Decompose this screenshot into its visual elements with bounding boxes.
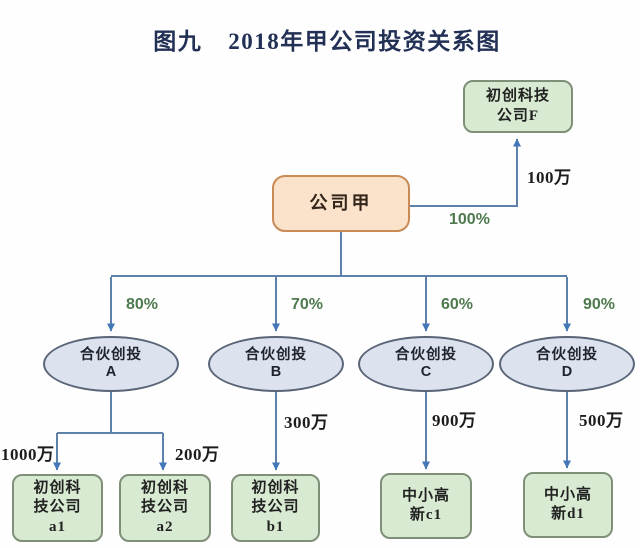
edge-label-amount-b1: 300万 [284, 413, 329, 432]
node-startup-company-f: 初创科技 公司F [463, 80, 573, 133]
edge-label-amount-c1: 900万 [432, 411, 477, 430]
node-label-line: 技公司 [251, 499, 300, 516]
node-label-line: 初创科 [251, 479, 300, 496]
edge-label-percent-b: 70% [291, 296, 324, 313]
edge-jia-to-f [410, 138, 521, 207]
diagram-title: 图九 2018年甲公司投资关系图 [0, 22, 640, 56]
edge-label-amount-f: 100万 [527, 168, 572, 187]
node-label-line: 合伙创投 [80, 347, 142, 364]
node-company-jia: 公司甲 [272, 175, 410, 232]
edge-label-percent-c: 60% [441, 296, 474, 313]
node-startup-b1: 初创科 技公司 b1 [231, 474, 320, 542]
node-label-line: 合伙创投 [245, 347, 307, 364]
edge-label-percent-f: 100% [449, 211, 490, 228]
node-label-line: 中小高 [543, 486, 592, 503]
node-smb-hightech-d1: 中小高 新d1 [523, 472, 613, 538]
node-startup-a2: 初创科 技公司 a2 [119, 474, 211, 542]
node-label-line: 技公司 [33, 499, 82, 516]
node-label-line: a1 [49, 518, 66, 535]
node-partnership-a: 合伙创投 A [43, 336, 179, 392]
node-label-line: B [270, 364, 282, 380]
figure-caption: 2018年甲公司投资关系图 [228, 29, 501, 54]
node-label-line: 合伙创投 [536, 347, 598, 364]
edge-label-amount-a2: 200万 [175, 445, 220, 464]
node-label-line: C [420, 364, 432, 380]
node-label-line: 初创科 [33, 479, 82, 496]
node-label-line: 初创科技 [485, 88, 550, 104]
node-label-line: 合伙创投 [395, 347, 457, 364]
node-label-line: 公司F [496, 107, 540, 124]
edge-label-percent-d: 90% [583, 296, 616, 313]
node-smb-hightech-c1: 中小高 新c1 [380, 473, 472, 539]
node-partnership-b: 合伙创投 B [208, 336, 344, 392]
edge-label-amount-d1: 500万 [579, 411, 624, 430]
node-label-line: b1 [266, 518, 285, 535]
figure-number: 图九 [153, 29, 203, 54]
edge-label-percent-a: 80% [126, 296, 159, 313]
node-partnership-d: 合伙创投 D [499, 336, 635, 392]
node-label-line: 新c1 [409, 507, 443, 523]
node-partnership-c: 合伙创投 C [358, 336, 494, 392]
node-label-line: A [105, 364, 117, 380]
node-label-line: a2 [156, 518, 174, 535]
node-label-line: 新d1 [551, 506, 585, 522]
node-label-line: 技公司 [140, 499, 189, 516]
node-label-line: 初创科 [140, 479, 189, 496]
node-label-line: 公司甲 [309, 192, 373, 213]
node-startup-a1: 初创科 技公司 a1 [12, 474, 103, 542]
node-label-line: D [561, 364, 573, 380]
edge-label-amount-a1: 1000万 [1, 445, 55, 464]
node-label-line: 中小高 [401, 487, 450, 504]
